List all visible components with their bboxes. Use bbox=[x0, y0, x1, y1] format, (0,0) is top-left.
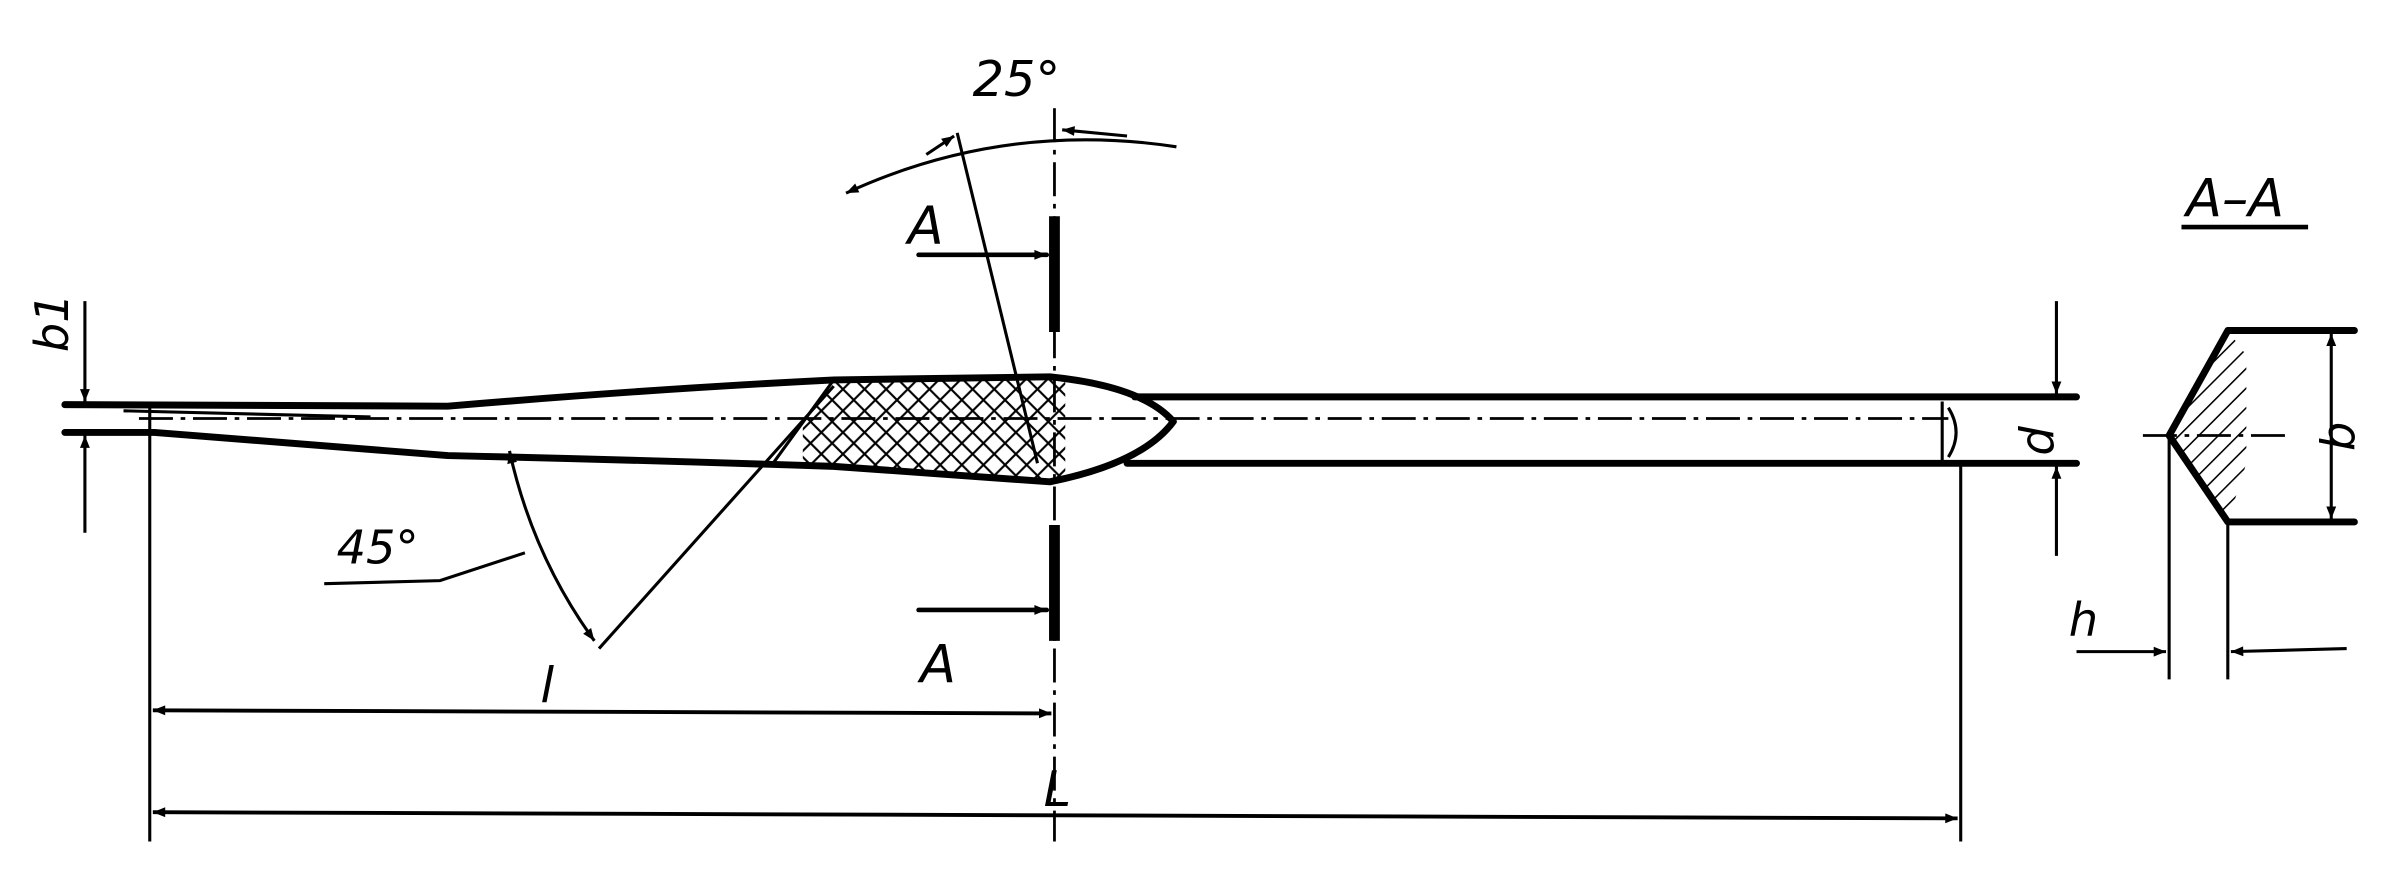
dimension-b1: b1 bbox=[25, 293, 90, 533]
section-line: A A bbox=[905, 108, 1060, 842]
section-mark-bottom: A bbox=[917, 635, 956, 696]
dim-b1-label: b1 bbox=[25, 293, 79, 352]
dimension-d: d bbox=[2010, 301, 2064, 556]
dimension-L: L bbox=[152, 463, 1963, 842]
angle-25-label: 25° bbox=[973, 50, 1061, 108]
angle-25-dimension: 25° bbox=[845, 50, 1177, 464]
dim-h-label: h bbox=[2069, 593, 2098, 647]
angle-45-dimension: 45° bbox=[324, 385, 835, 650]
section-mark-top: A bbox=[905, 196, 944, 257]
section-title: A–A bbox=[2183, 168, 2284, 229]
section-a-a: A–A b h bbox=[2069, 168, 2365, 680]
dim-d-label: d bbox=[2010, 426, 2064, 456]
dim-b-label: b bbox=[2311, 422, 2365, 451]
tool-body bbox=[61, 373, 2080, 486]
angle-45-label: 45° bbox=[337, 521, 419, 575]
dimension-l: l bbox=[148, 404, 1052, 842]
dim-L-label: L bbox=[1044, 760, 1072, 818]
knurled-area bbox=[802, 376, 1066, 482]
dim-l-label: l bbox=[540, 657, 554, 715]
